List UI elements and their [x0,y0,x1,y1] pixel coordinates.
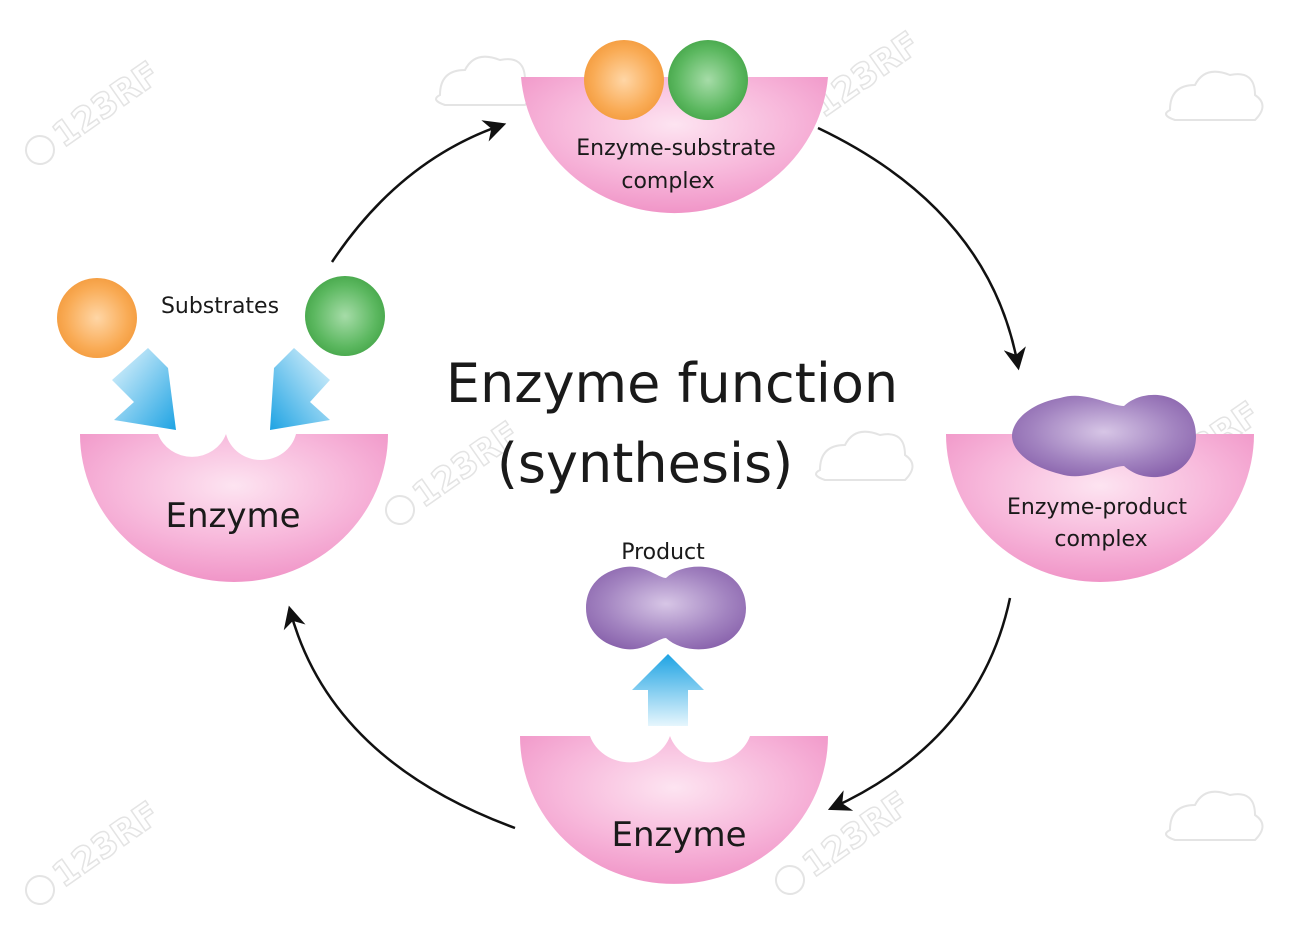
watermark-mark: 123RF [25,53,168,165]
enzyme-bottom-label: Enzyme [611,815,746,855]
cycle-arrow-to-es-complex [330,120,507,263]
cloud-watermark-icon [1165,70,1264,121]
product-shape [586,566,746,650]
diagram-subtitle: (synthesis) [497,432,793,495]
es-complex-label-line2: complex [621,169,714,194]
blue-arrow-right-icon [270,348,330,430]
ep-complex-label-line2: complex [1054,527,1147,552]
cloud-watermark-icon [1165,790,1264,841]
enzyme-bottom-shape [520,736,828,884]
cycle-arrows [283,120,1026,830]
watermark-mark: 123RF [25,793,168,905]
watermark-text: 123RF [805,24,927,126]
es-substrate-green [668,40,748,120]
enzyme-left-label: Enzyme [165,496,300,536]
es-complex-shape [521,77,828,214]
es-complex-label-line1: Enzyme-substrate [576,136,775,161]
watermark-text: 123RF [45,794,167,896]
cycle-arrow-to-enzyme-bottom [827,597,1012,811]
cycle-arrow-to-enzyme-left [283,605,516,830]
ep-complex-shape [946,434,1254,582]
product-label: Product [621,540,705,565]
substrates-label: Substrates [161,294,279,319]
diagram-title: Enzyme function [446,352,898,415]
ep-product-shape [1012,394,1196,478]
cloud-watermark-icon [435,55,534,106]
ep-complex-label-line1: Enzyme-product [1007,495,1187,520]
substrate-green [305,276,385,356]
enzyme-left-shape [80,434,388,582]
cycle-arrow-to-ep-complex [817,126,1026,371]
blue-arrow-left-icon [112,348,176,430]
blue-arrow-up-icon [632,654,704,726]
cloud-watermark-icon [815,430,914,481]
substrate-orange [57,278,137,358]
es-substrate-orange [584,40,664,120]
watermark-text: 123RF [45,54,167,156]
watermark-text: 123RF [795,784,917,886]
